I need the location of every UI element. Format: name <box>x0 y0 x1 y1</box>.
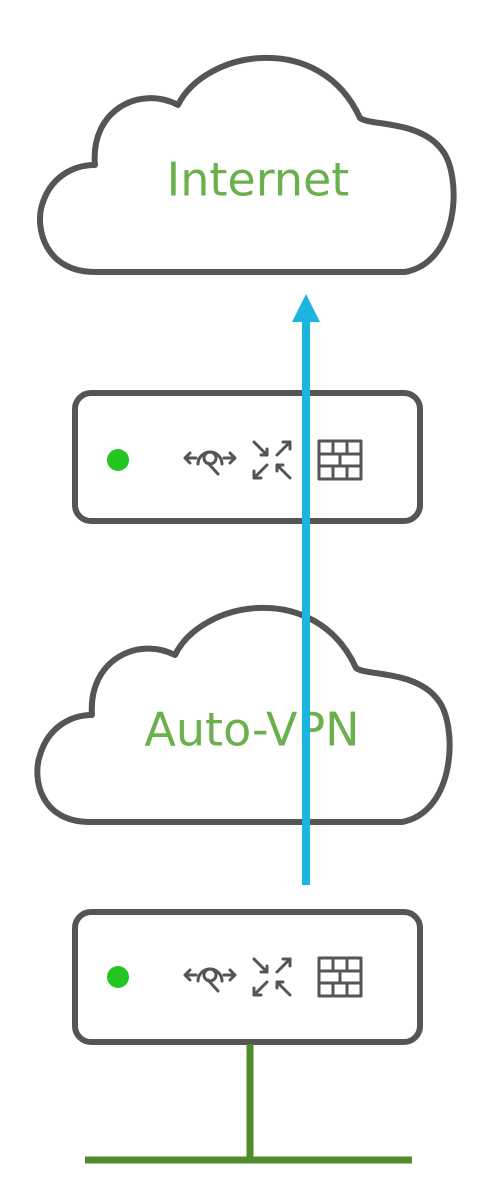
internet-cloud-label: Internet <box>167 153 350 207</box>
autovpn-cloud-label: Auto-VPN <box>144 703 359 757</box>
bottom-device-box <box>72 909 423 1045</box>
internet-cloud-shape <box>37 54 457 275</box>
traffic-flow-arrow <box>292 294 320 885</box>
autovpn-cloud: Auto-VPN <box>34 604 453 825</box>
top-device <box>72 390 423 524</box>
internet-cloud: Internet <box>37 54 457 275</box>
autovpn-cloud-shape <box>34 604 453 825</box>
bottom-device-status-led <box>107 966 129 988</box>
bottom-device <box>72 909 423 1045</box>
top-device-box <box>72 390 423 524</box>
lan-connection <box>85 1044 412 1164</box>
traffic-flow-arrowhead <box>292 294 320 322</box>
top-device-status-led <box>107 449 129 471</box>
